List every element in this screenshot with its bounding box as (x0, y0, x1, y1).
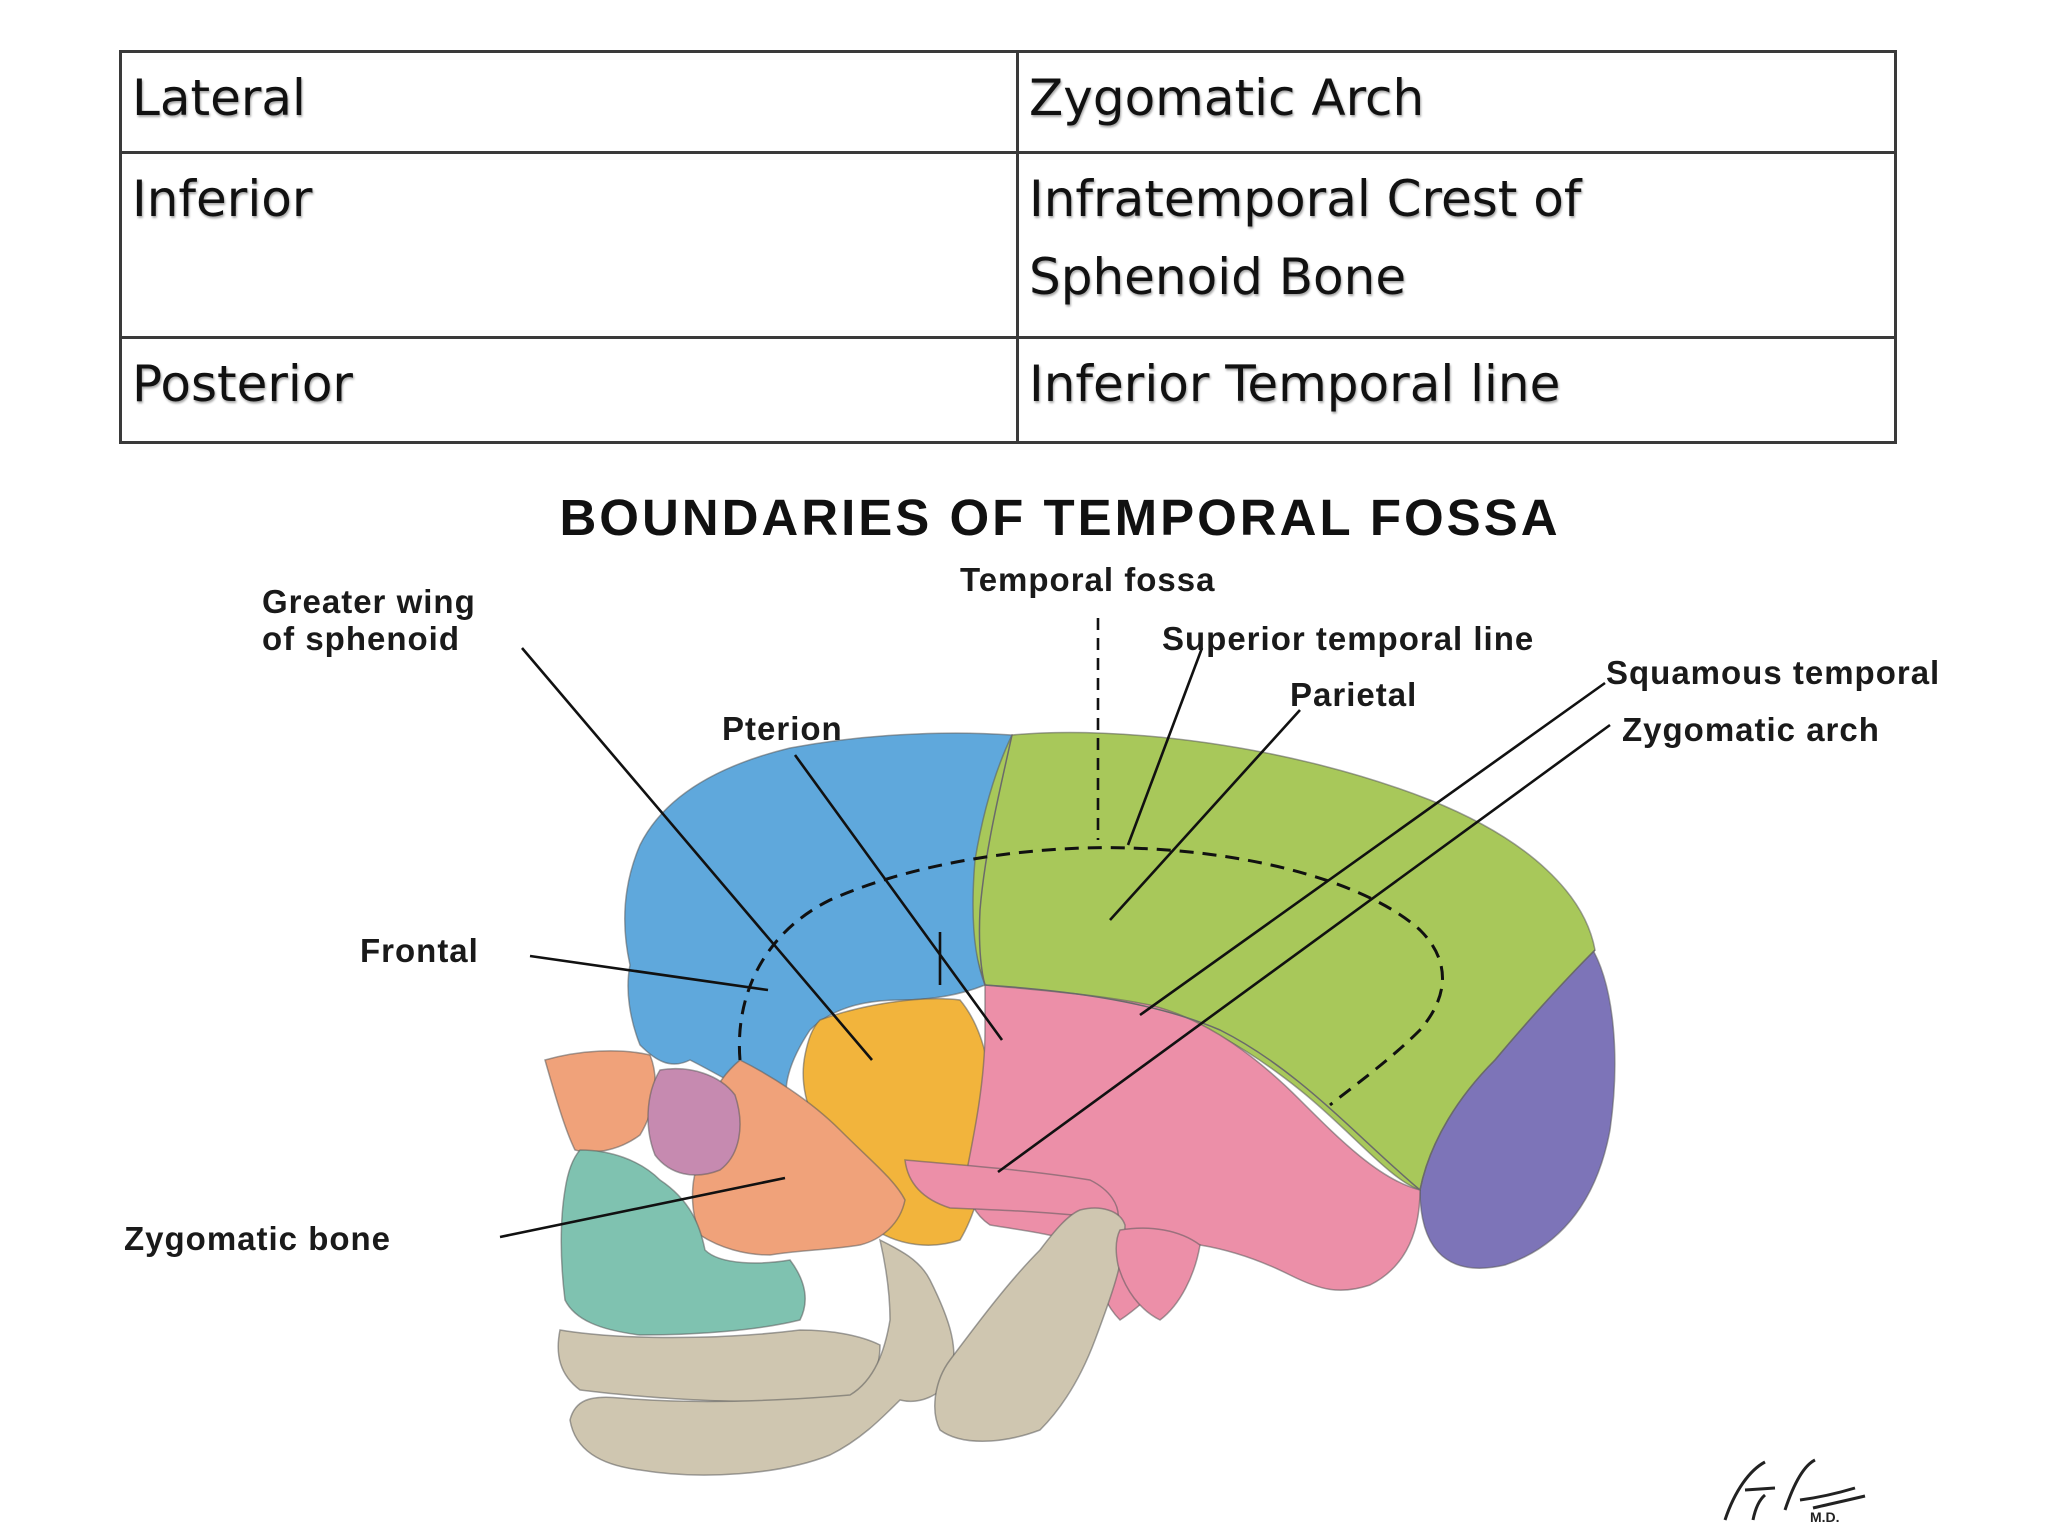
leader-pterion (793, 754, 1004, 1041)
label-pterion: Pterion (722, 710, 843, 747)
zygomatic-frontal-process (544, 1050, 656, 1153)
label-parietal: Parietal (1290, 676, 1417, 713)
leader-parietal (1109, 709, 1301, 921)
label-temporal-fossa: Temporal fossa (960, 561, 1215, 598)
leader-zygomatic-bone (499, 1176, 786, 1239)
mandible-ramus (934, 1207, 1126, 1442)
label-squamous-temporal: Squamous temporal (1606, 654, 1940, 691)
leader-lines (499, 618, 1611, 1239)
frontal-bone (624, 732, 1014, 1112)
boundary-cell: Inferior (119, 150, 1019, 340)
structure-cell: Inferior Temporal line (1016, 336, 1897, 444)
leader-superior-temporal-line (1126, 647, 1204, 846)
table-row: Lateral Zygomatic Arch (119, 50, 1897, 154)
temporal-fossa-outline (737, 846, 1444, 1107)
boundary-cell: Lateral (119, 50, 1019, 154)
structure-cell: Infratemporal Crest of Sphenoid Bone (1016, 150, 1897, 340)
boundaries-table: Lateral Zygomatic Arch Inferior Infratem… (119, 50, 1897, 444)
leader-greater-wing (521, 647, 873, 1061)
coronal-suture (978, 734, 1013, 986)
netter-signature: M.D. (1723, 1458, 1866, 1525)
boundary-cell: Posterior (119, 336, 1019, 444)
structure-cell-line: Infratemporal Crest of (1029, 169, 1582, 228)
leader-squamous-temporal (1139, 681, 1606, 1017)
diagram-title: BOUNDARIES OF TEMPORAL FOSSA (559, 489, 1560, 546)
mastoid-region (1115, 1227, 1201, 1321)
orbit-region (647, 1068, 741, 1176)
leader-zygomatic-arch (997, 723, 1611, 1174)
svg-text:M.D.: M.D. (1810, 1509, 1840, 1525)
skull-illustration (544, 731, 1616, 1476)
label-greater-wing-line1: Greater wing (262, 583, 476, 620)
label-zygomatic-bone: Zygomatic bone (124, 1220, 391, 1257)
label-zygomatic-arch: Zygomatic arch (1622, 711, 1880, 748)
label-greater-wing-line2: of sphenoid (262, 620, 460, 657)
squamous-suture (984, 984, 1421, 1191)
lambdoid-suture (1419, 949, 1596, 1191)
teeth-row (557, 1329, 881, 1403)
table-row: Posterior Inferior Temporal line (119, 336, 1897, 444)
label-frontal: Frontal (360, 932, 479, 969)
structure-cell: Zygomatic Arch (1016, 50, 1897, 154)
structure-cell-line: Sphenoid Bone (1029, 247, 1407, 306)
table-row: Inferior Infratemporal Crest of Sphenoid… (119, 150, 1897, 340)
leader-frontal (529, 954, 769, 992)
label-superior-temporal-line: Superior temporal line (1162, 620, 1534, 657)
